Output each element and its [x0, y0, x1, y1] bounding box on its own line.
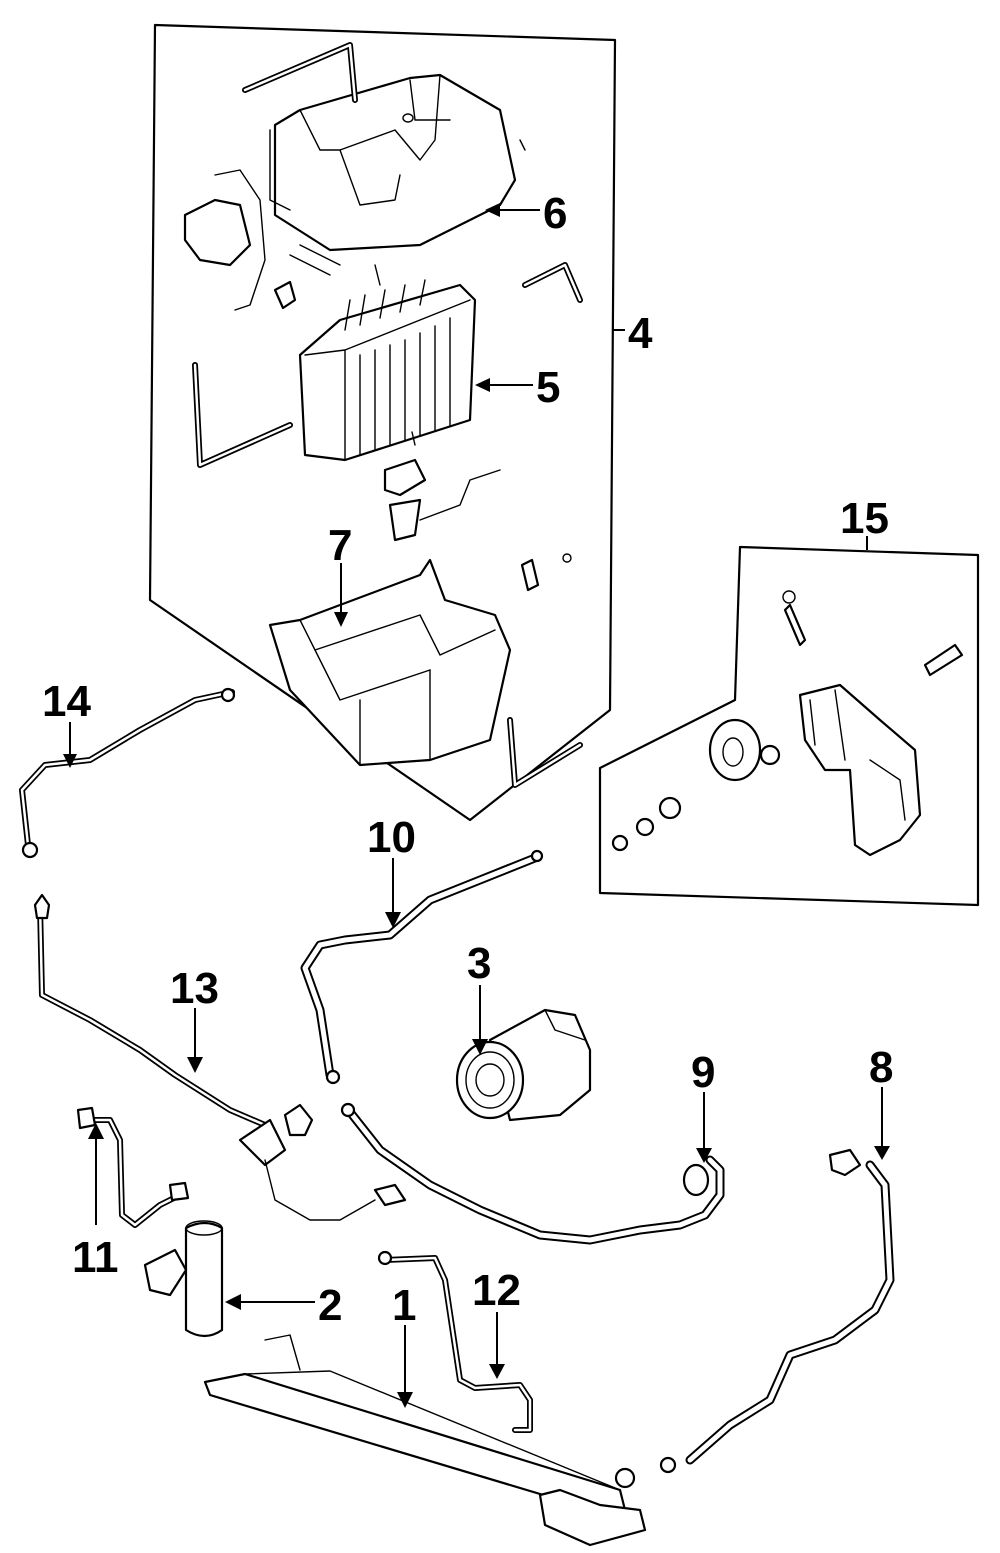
lower-case-part [268, 553, 583, 788]
callout-8[interactable]: 8 [869, 1043, 893, 1092]
discharge-hose-part [659, 1148, 895, 1474]
callout-10[interactable]: 10 [367, 813, 416, 862]
callout-labels: 6 4 5 15 7 14 10 3 13 9 8 11 12 2 1 [42, 189, 893, 1330]
callout-7[interactable]: 7 [328, 521, 352, 570]
compressor-part [455, 1008, 592, 1122]
callout-15[interactable]: 15 [840, 494, 889, 543]
evaporator-core-part [192, 279, 501, 542]
kit-15-frame [598, 536, 980, 907]
idler-bracket-parts [611, 590, 964, 857]
rear-line-part [19, 687, 236, 859]
callout-14[interactable]: 14 [42, 677, 91, 726]
callout-1[interactable]: 1 [392, 1281, 416, 1330]
assembly-4-frame [148, 23, 625, 822]
callout-12[interactable]: 12 [472, 1266, 521, 1315]
callout-9[interactable]: 9 [691, 1048, 715, 1097]
liquid-line-part [76, 1106, 190, 1228]
callout-11[interactable]: 11 [72, 1233, 119, 1282]
callout-4[interactable]: 4 [628, 309, 653, 358]
condenser-part [203, 1334, 647, 1547]
liquid-line-with-switch-part [33, 893, 407, 1221]
upper-case-part [183, 42, 583, 311]
callout-13[interactable]: 13 [170, 964, 219, 1013]
callout-leaders [63, 203, 890, 1408]
suction-hose-part [340, 1102, 725, 1245]
callout-2[interactable]: 2 [318, 1281, 342, 1330]
callout-3[interactable]: 3 [467, 939, 491, 988]
suction-hose-assembly-part [300, 849, 544, 1085]
callout-6[interactable]: 6 [543, 189, 567, 238]
callout-5[interactable]: 5 [536, 363, 560, 412]
condenser-tube-part [377, 1250, 533, 1433]
receiver-drier-part [143, 1220, 224, 1338]
